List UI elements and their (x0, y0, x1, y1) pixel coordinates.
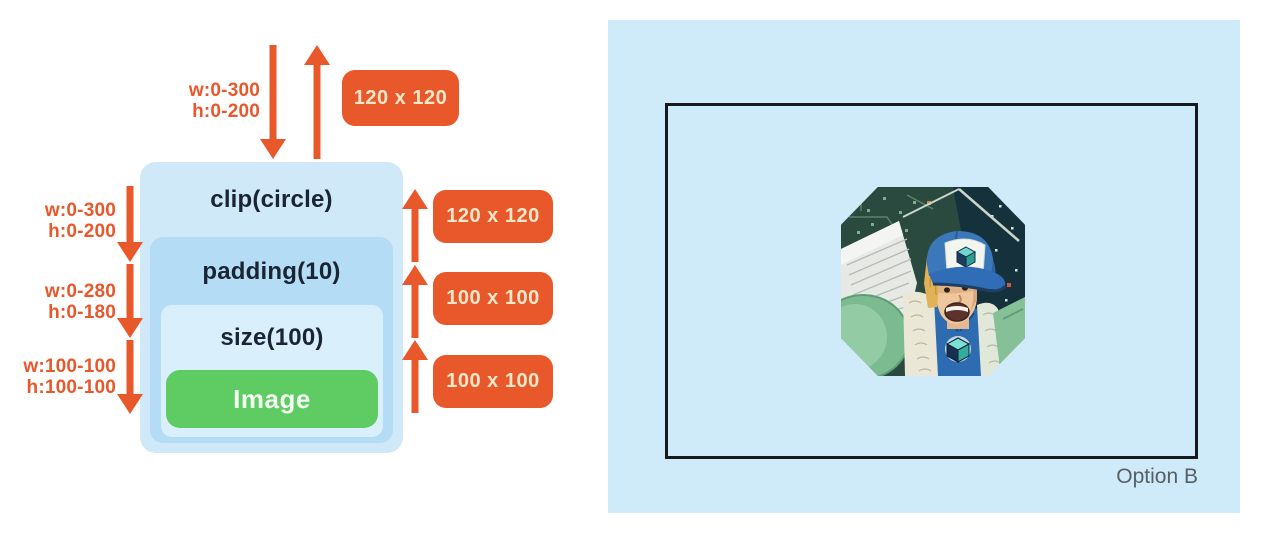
left-constraint-1-width: w:0-300 (44, 200, 116, 221)
size-badge-outer: 120 x 120 (433, 190, 553, 243)
padding-box-label: padding(10) (202, 258, 341, 285)
size-badge-top: 120 x 120 (342, 70, 459, 126)
size-badge-inner: 100 x 100 (433, 355, 553, 408)
left-constraint-label-3: w:100-100 h:100-100 (4, 356, 116, 398)
down-arrow-icon (260, 45, 286, 159)
left-constraint-label-1: w:0-300 h:0-200 (4, 200, 116, 242)
option-caption: Option B (1116, 465, 1198, 488)
image-box: Image (166, 370, 378, 428)
left-constraint-3-width: w:100-100 (23, 356, 116, 377)
top-constraint-height: h:0-200 (192, 101, 260, 122)
top-constraint-width: w:0-300 (188, 80, 260, 101)
left-constraint-1-height: h:0-200 (48, 221, 116, 242)
up-arrow-icon (402, 340, 428, 413)
size-box-label: size(100) (220, 324, 324, 351)
image-box-label: Image (233, 383, 311, 414)
left-constraint-3-height: h:100-100 (26, 377, 116, 398)
top-constraint-label: w:0-300 h:0-200 (150, 80, 260, 122)
down-arrow-icon (117, 186, 143, 262)
left-constraint-2-height: h:0-180 (48, 302, 116, 323)
up-arrow-icon (402, 265, 428, 338)
down-arrow-icon (117, 264, 143, 338)
clip-box-label: clip(circle) (210, 186, 333, 213)
layout-bounds-frame (665, 103, 1198, 459)
up-arrow-icon (304, 45, 330, 159)
character-illustration (841, 187, 1025, 376)
clipped-character-image (841, 187, 1025, 376)
left-constraint-2-width: w:0-280 (44, 281, 116, 302)
left-constraint-label-2: w:0-280 h:0-180 (4, 281, 116, 323)
up-arrow-icon (402, 189, 428, 262)
size-badge-middle: 100 x 100 (433, 272, 553, 325)
down-arrow-icon (117, 340, 143, 414)
